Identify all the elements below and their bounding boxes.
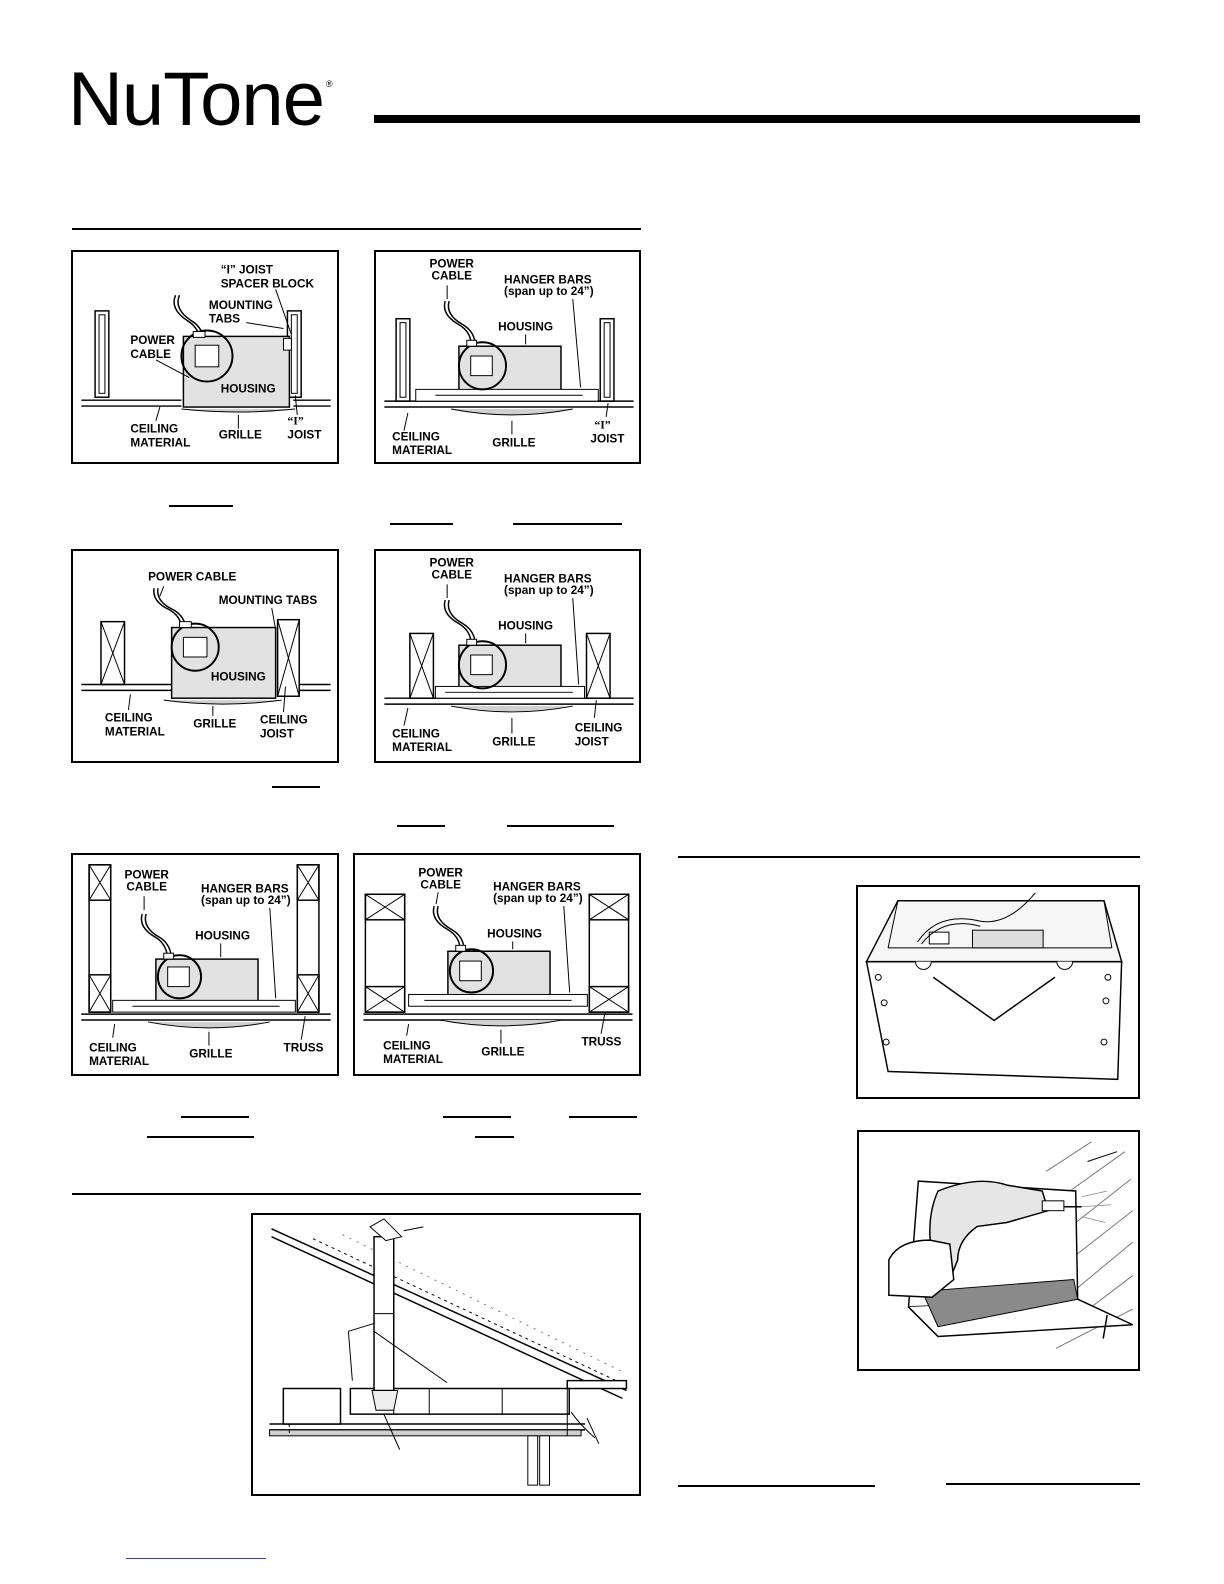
figure-joist-hanger-bars: POWER CABLE HANGER BARS (span up to 24”)… <box>374 549 641 763</box>
text-underline <box>397 825 445 827</box>
label-mounting-tabs: TABS <box>209 313 240 326</box>
figure-drawing <box>269 1218 628 1486</box>
text-underline <box>443 1116 511 1118</box>
label-ceiling-material: MATERIAL <box>392 741 452 754</box>
label-truss: TRUSS <box>284 1041 324 1054</box>
label-power-cable: POWER CABLE <box>148 570 236 583</box>
label-joist: JOIST <box>260 727 295 740</box>
text-underline <box>169 505 233 507</box>
label-joist: “I” <box>594 419 610 432</box>
label-ceiling-material: CEILING <box>105 712 153 725</box>
section-rule-left-bottom <box>72 1193 641 1195</box>
label-joist: JOIST <box>575 735 610 748</box>
label-hanger-bars: HANGER BARS <box>201 882 289 895</box>
text-underline <box>147 1136 254 1138</box>
label-hanger-bars: (span up to 24”) <box>201 894 291 907</box>
label-hanger-bars: HANGER BARS <box>504 273 592 286</box>
figure-joist-mounting-tabs: POWER CABLE MOUNTING TABS HOUSING CEILIN… <box>71 549 339 763</box>
text-underline <box>390 523 453 525</box>
label-housing: HOUSING <box>221 382 276 395</box>
text-underline <box>272 786 320 788</box>
header-rule <box>374 115 1140 123</box>
label-ceiling-material: MATERIAL <box>105 725 165 738</box>
label-power-cable: POWER <box>429 258 474 271</box>
figure-drawing: POWER CABLE MOUNTING TABS HOUSING CEILIN… <box>81 570 331 740</box>
label-ceiling-material: MATERIAL <box>392 444 452 457</box>
label-ceiling-material: CEILING <box>392 727 440 740</box>
label-joist: CEILING <box>575 722 623 735</box>
label-hanger-bars: HANGER BARS <box>493 880 581 893</box>
figure-drawing <box>888 1141 1134 1349</box>
link-underline <box>126 1558 266 1559</box>
label-power-cable: CABLE <box>431 568 472 581</box>
label-ceiling-material: CEILING <box>392 430 440 443</box>
label-joist: “I” <box>287 415 303 428</box>
label-hanger-bars: (span up to 24”) <box>504 584 594 597</box>
label-power-cable: POWER <box>124 869 169 882</box>
label-grille: GRILLE <box>219 428 262 441</box>
label-ceiling-material: MATERIAL <box>89 1055 149 1068</box>
label-grille: GRILLE <box>492 735 535 748</box>
label-hanger-bars: HANGER BARS <box>504 572 592 585</box>
label-power-cable: CABLE <box>431 269 472 282</box>
label-grille: GRILLE <box>189 1047 232 1060</box>
figure-drill-mounting <box>857 1130 1140 1371</box>
label-housing: HOUSING <box>498 620 553 633</box>
section-rule-left-top <box>72 228 641 230</box>
label-housing: HOUSING <box>498 321 553 334</box>
label-housing: HOUSING <box>195 929 250 942</box>
figure-drawing <box>865 892 1123 1081</box>
label-power-cable: POWER <box>130 334 175 347</box>
label-spacer-block: SPACER BLOCK <box>221 277 315 290</box>
label-ceiling-material: CEILING <box>130 423 178 436</box>
label-joist: CEILING <box>260 714 308 727</box>
label-joist: JOIST <box>287 428 322 441</box>
brand-logo: NuTone® <box>68 57 333 142</box>
label-spacer-block: “I” JOIST <box>221 264 274 277</box>
section-rule-right <box>678 856 1140 858</box>
figure-truss-a: POWER CABLE HANGER BARS (span up to 24”)… <box>71 853 339 1076</box>
label-power-cable: CABLE <box>420 878 461 891</box>
text-underline <box>181 1116 249 1118</box>
text-underline <box>507 825 614 827</box>
figure-drawing: POWER CABLE HANGER BARS (span up to 24”)… <box>384 557 634 754</box>
text-underline <box>513 523 622 525</box>
label-ceiling-material: CEILING <box>383 1039 431 1052</box>
label-ceiling-material: MATERIAL <box>383 1053 443 1066</box>
figure-drawing: POWER CABLE “I” JOIST SPACER BLOCK MOUNT… <box>81 264 331 449</box>
label-mounting-tabs: MOUNTING TABS <box>219 594 318 607</box>
figure-ijoist-hanger-bars: POWER CABLE HANGER BARS (span up to 24”)… <box>374 250 641 464</box>
label-grille: GRILLE <box>492 436 535 449</box>
figure-ijoist-mounting-tabs: POWER CABLE “I” JOIST SPACER BLOCK MOUNT… <box>71 250 339 464</box>
figure-drawing: POWER CABLE HANGER BARS (span up to 24”)… <box>384 258 634 457</box>
label-housing: HOUSING <box>487 927 542 940</box>
text-underline <box>475 1136 514 1138</box>
text-underline <box>946 1483 1140 1485</box>
text-underline <box>678 1485 875 1487</box>
label-joist: JOIST <box>590 432 625 445</box>
label-truss: TRUSS <box>581 1036 621 1049</box>
figure-housing-tabs <box>856 885 1140 1099</box>
label-grille: GRILLE <box>481 1045 524 1058</box>
label-housing: HOUSING <box>211 671 266 684</box>
label-mounting-tabs: MOUNTING <box>209 299 273 312</box>
text-underline <box>569 1116 637 1118</box>
label-power-cable: CABLE <box>130 348 171 361</box>
figure-roof-duct <box>251 1213 641 1496</box>
label-ceiling-material: MATERIAL <box>130 436 190 449</box>
figure-drawing: POWER CABLE HANGER BARS (span up to 24”)… <box>363 867 633 1066</box>
figure-truss-b: POWER CABLE HANGER BARS (span up to 24”)… <box>353 853 641 1076</box>
label-hanger-bars: (span up to 24”) <box>493 892 583 905</box>
label-ceiling-material: CEILING <box>89 1041 137 1054</box>
label-power-cable: POWER <box>429 557 474 570</box>
label-hanger-bars: (span up to 24”) <box>504 285 594 298</box>
figure-drawing: POWER CABLE HANGER BARS (span up to 24”)… <box>81 864 331 1068</box>
label-power-cable: CABLE <box>126 880 167 893</box>
label-grille: GRILLE <box>193 718 236 731</box>
label-power-cable: POWER <box>418 867 463 880</box>
